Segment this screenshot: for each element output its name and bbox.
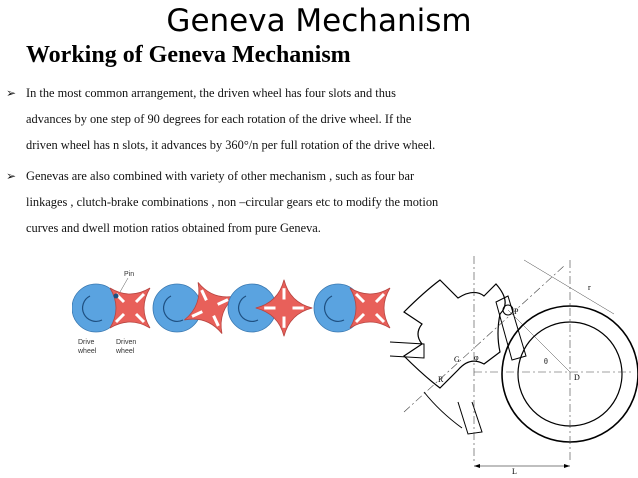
sequence-frame-1 — [72, 283, 152, 333]
drive-label-line1: Drive — [78, 339, 94, 346]
label-phi: φ — [474, 353, 479, 362]
bullet-list: ➢ In the most common arrangement, the dr… — [6, 80, 441, 246]
geneva-sequence-figure: Pin Drive wheel Driven wheel — [72, 271, 392, 355]
sequence-frame-2 — [152, 280, 238, 336]
pin-label: Pin — [124, 271, 134, 278]
driven-label-line2: wheel — [115, 348, 135, 355]
slide-title: Geneva Mechanism — [166, 3, 472, 39]
label-theta: θ — [544, 357, 548, 366]
label-g: G — [454, 355, 460, 364]
bullet-text: In the most common arrangement, the driv… — [26, 86, 436, 152]
pin-circle — [502, 304, 514, 316]
bullet-text: Genevas are also combined with variety o… — [26, 169, 439, 235]
arrow-bullet-icon: ➢ — [6, 169, 17, 183]
sequence-frame-4 — [313, 283, 392, 333]
bullet-item: ➢ Genevas are also combined with variety… — [6, 163, 441, 241]
label-r: r — [588, 283, 591, 292]
pin-dot — [113, 293, 119, 299]
label-p: P — [514, 307, 519, 316]
sequence-frame-3 — [227, 278, 314, 338]
arrow-bullet-icon: ➢ — [6, 86, 17, 100]
bullet-item: ➢ In the most common arrangement, the dr… — [6, 80, 441, 158]
label-l: L — [512, 467, 517, 476]
driven-label-line1: Driven — [116, 339, 136, 346]
label-big-r: R — [438, 375, 444, 384]
drive-label-line2: wheel — [77, 348, 97, 355]
slide-subtitle: Working of Geneva Mechanism — [26, 42, 351, 68]
label-d: D — [574, 373, 580, 382]
geneva-wheel-outline — [403, 279, 506, 389]
geneva-mechanism-diagram: r P G φ θ D R L — [389, 256, 638, 476]
